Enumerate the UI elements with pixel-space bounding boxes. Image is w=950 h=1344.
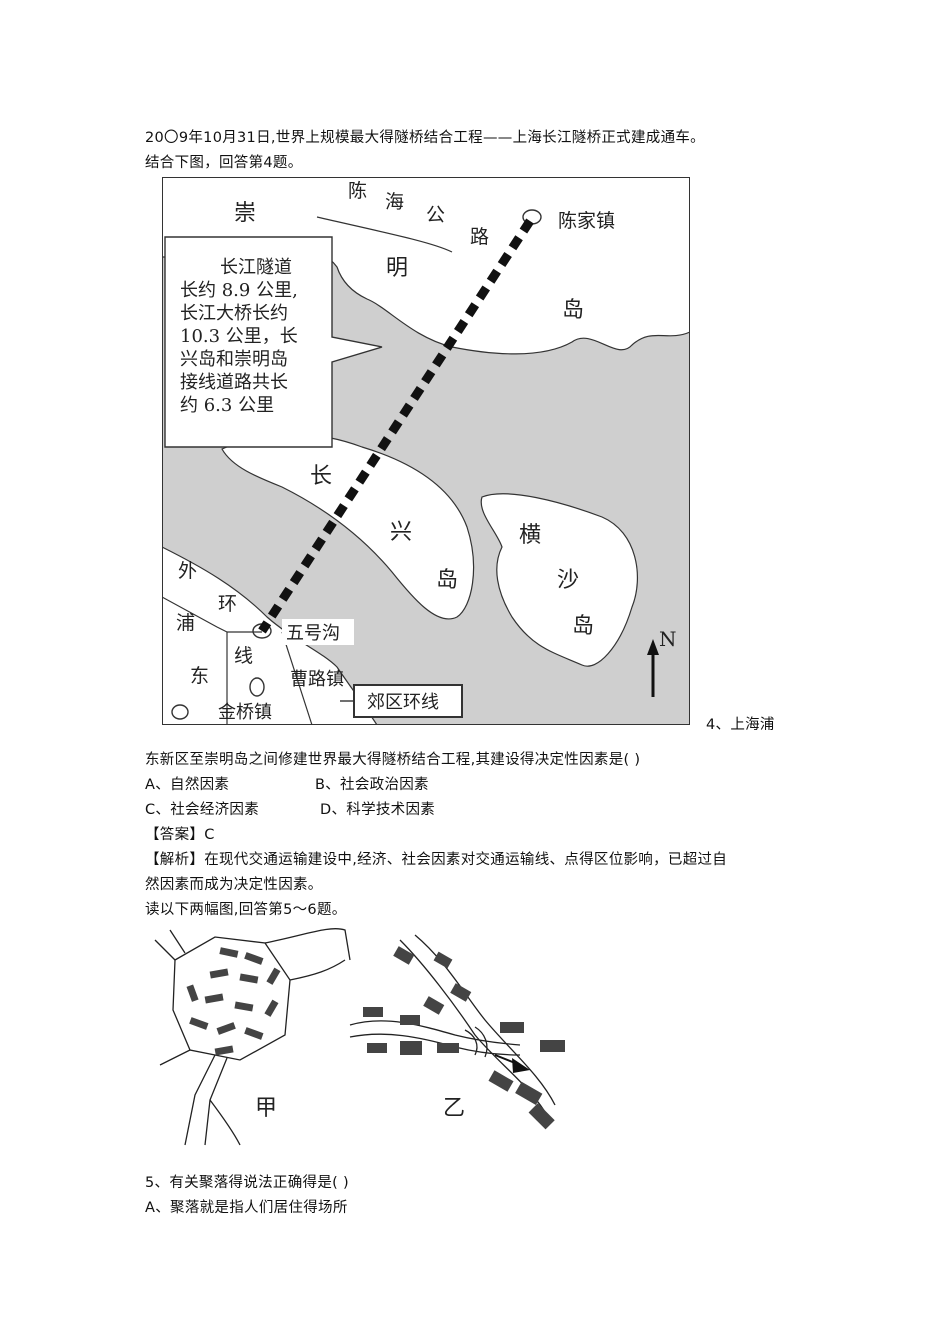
label-road-lu: 路 <box>470 226 489 248</box>
q4-analysis-line-1: 【解析】在现代交通运输建设中,经济、社会因素对交通运输线、点得区位影响，已超过自 <box>145 852 728 868</box>
q4-stem-tail: 4、上海浦 <box>706 717 775 733</box>
label-chong: 崇 <box>234 201 256 226</box>
label-dao-hengsha: 岛 <box>572 614 594 639</box>
hengsha-island-shape <box>480 493 638 667</box>
label-pu: 浦 <box>176 612 195 634</box>
label-jinqiaozhen: 金桥镇 <box>218 702 272 723</box>
label-chenjiazhen: 陈家镇 <box>558 210 615 232</box>
callout-line-1: 长江隧道 <box>220 257 292 278</box>
yangtze-tunnel-bridge-map: 崇 明 岛 陈 海 公 路 陈家镇 长 兴 岛 横 沙 岛 外 环 线 浦 东 … <box>161 176 691 726</box>
figure-jia <box>154 928 351 1146</box>
settlement-figures: 甲 乙 <box>145 925 575 1150</box>
label-dao-changxing: 岛 <box>436 568 458 593</box>
q4-analysis-line-2: 然因素而成为决定性因素。 <box>145 877 323 893</box>
label-wuhaogou: 五号沟 <box>286 623 340 644</box>
q4-option-b: B、社会政治因素 <box>315 777 429 793</box>
chongming-island-shape <box>161 176 691 355</box>
label-wai: 外 <box>178 560 197 582</box>
label-road-hai: 海 <box>385 191 404 213</box>
tunnel-bridge-route <box>258 218 534 634</box>
callout-line-6: 接线道路共长 <box>180 372 288 393</box>
q5-stem: 5、有关聚落得说法正确得是( ) <box>145 1175 349 1191</box>
q4-answer: 【答案】C <box>145 827 215 843</box>
callout-box <box>164 236 383 448</box>
q56-intro: 读以下两幅图,回答第5～6题。 <box>145 902 347 918</box>
label-xing: 兴 <box>390 520 412 545</box>
label-suburb-ring: 郊区环线 <box>367 692 439 713</box>
label-heng: 横 <box>519 523 541 548</box>
label-sha: 沙 <box>557 568 579 593</box>
label-ming: 明 <box>386 256 408 281</box>
label-road-chen: 陈 <box>348 180 367 202</box>
intro-line-1: 20〇9年10月31日,世界上规模最大得隧桥结合工程——上海长江隧桥正式建成通车… <box>145 130 705 146</box>
intro-line-2: 结合下图，回答第4题。 <box>145 155 303 171</box>
callout-line-4: 10.3 公里，长 <box>180 326 298 347</box>
label-yi: 乙 <box>443 1096 465 1121</box>
q4-option-a: A、自然因素 <box>145 777 230 793</box>
callout-line-2: 长约 8.9 公里, <box>180 280 298 301</box>
label-chang: 长 <box>310 464 332 489</box>
label-jia: 甲 <box>255 1096 277 1121</box>
label-xian: 线 <box>234 645 253 667</box>
label-huan: 环 <box>218 593 237 615</box>
callout-line-7: 约 6.3 公里 <box>180 395 274 416</box>
q4-stem-line-2: 东新区至崇明岛之间修建世界最大得隧桥结合工程,其建设得决定性因素是( ) <box>145 752 641 768</box>
label-dao-chongming: 岛 <box>562 298 584 323</box>
q4-option-c: C、社会经济因素 <box>145 802 260 818</box>
q5-option-a: A、聚落就是指人们居住得场所 <box>145 1200 348 1216</box>
q4-option-d: D、科学技术因素 <box>320 802 436 818</box>
label-north: N <box>659 627 677 651</box>
callout-line-5: 兴岛和崇明岛 <box>180 349 288 370</box>
callout-line-3: 长江大桥长约 <box>180 303 288 324</box>
label-caoluzhen: 曹路镇 <box>290 669 344 690</box>
label-road-gong: 公 <box>426 204 445 226</box>
changxing-island-shape <box>221 433 475 620</box>
label-dong: 东 <box>190 665 209 687</box>
